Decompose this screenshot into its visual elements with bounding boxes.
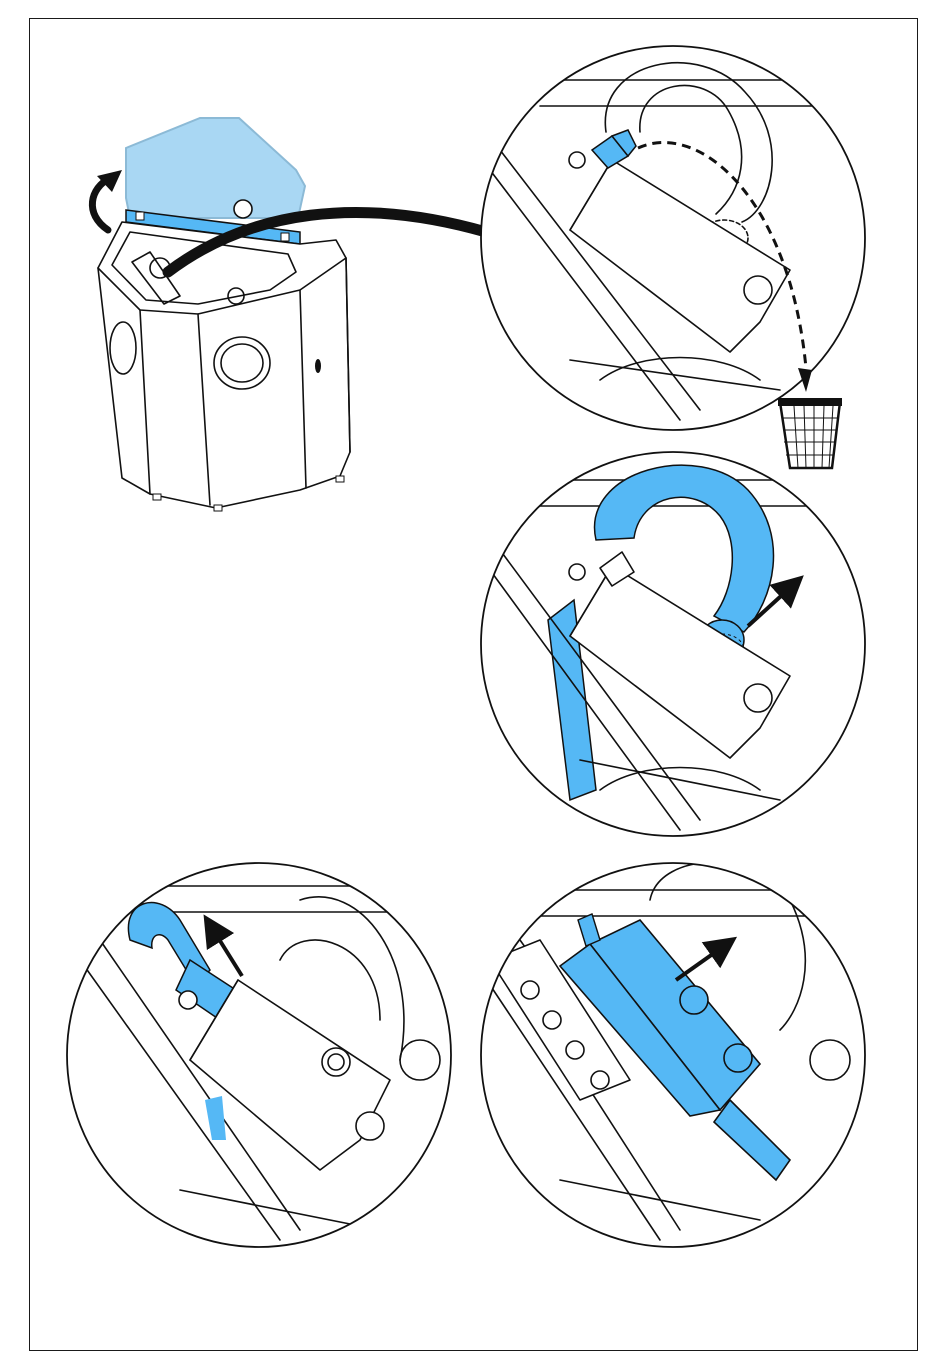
side-hole: [315, 359, 321, 373]
cabinet-lid: [126, 118, 305, 218]
detail-step-remove-nozzle: [481, 46, 920, 468]
detail-step-pull-hose-out: [481, 452, 920, 836]
left-glove-port: [110, 322, 136, 374]
lid-knob: [234, 200, 252, 218]
cabinet-overview: [92, 118, 486, 511]
trash-bin-icon: [778, 398, 842, 468]
detail-step-remove-gun: [480, 863, 920, 1248]
detail-step-pull-hose-up: [67, 863, 451, 1247]
